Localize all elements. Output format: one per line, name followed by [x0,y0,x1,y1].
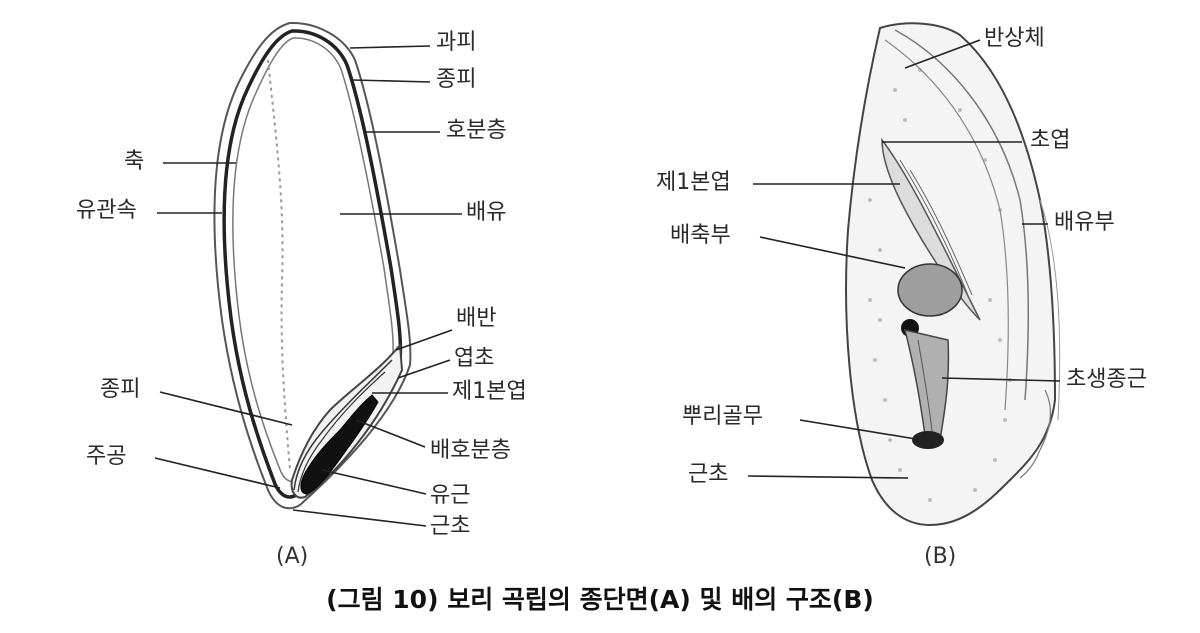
label-pericarp: 과피 [436,30,477,55]
leader-lines-b [747,39,1061,479]
label-scutellum: 배반 [456,306,497,331]
label-endosperm-part: 배유부 [1054,210,1115,235]
label-coleorhiza-a: 근초 [430,514,471,539]
label-vascular-bundle: 유관속 [76,198,137,223]
label-scutellum-b: 반상체 [984,26,1045,51]
label-aleurone-layer: 호분층 [446,118,507,143]
leader-lines-a [154,45,462,527]
embryo-sheath-lines [293,359,393,491]
label-axis: 축 [124,149,145,174]
figure-caption: (그림 10) 보리 곡립의 종단면(A) 및 배의 구조(B) [326,585,874,614]
label-seed-coat-top: 종피 [436,67,477,92]
grain-outer-outline [213,21,412,510]
label-first-leaf-a: 제1본엽 [452,379,527,404]
embryo-core [300,394,379,495]
vascular-dotted-line [267,59,291,471]
label-endosperm: 배유 [466,200,507,225]
label-micropyle: 주공 [86,444,127,469]
label-embryonic-axis: 배축부 [670,223,731,248]
panel-label-b: (B) [924,544,957,569]
label-root-cap: 뿌리골무 [682,404,763,429]
label-coleorhiza-b: 근초 [688,462,729,487]
label-embryo-aleurone: 배호분층 [430,438,511,463]
label-seed-coat-left: 종피 [100,377,141,402]
label-coleoptile: 초엽 [1030,128,1071,153]
label-seminal-root: 초생종근 [1066,367,1147,392]
panel-label-a: (A) [276,544,309,569]
label-first-leaf-b: 제1본엽 [656,170,731,195]
epicotyl-mass [897,263,963,317]
label-leaf-sheath: 엽초 [454,346,495,371]
label-radicle-a: 유근 [430,483,471,508]
